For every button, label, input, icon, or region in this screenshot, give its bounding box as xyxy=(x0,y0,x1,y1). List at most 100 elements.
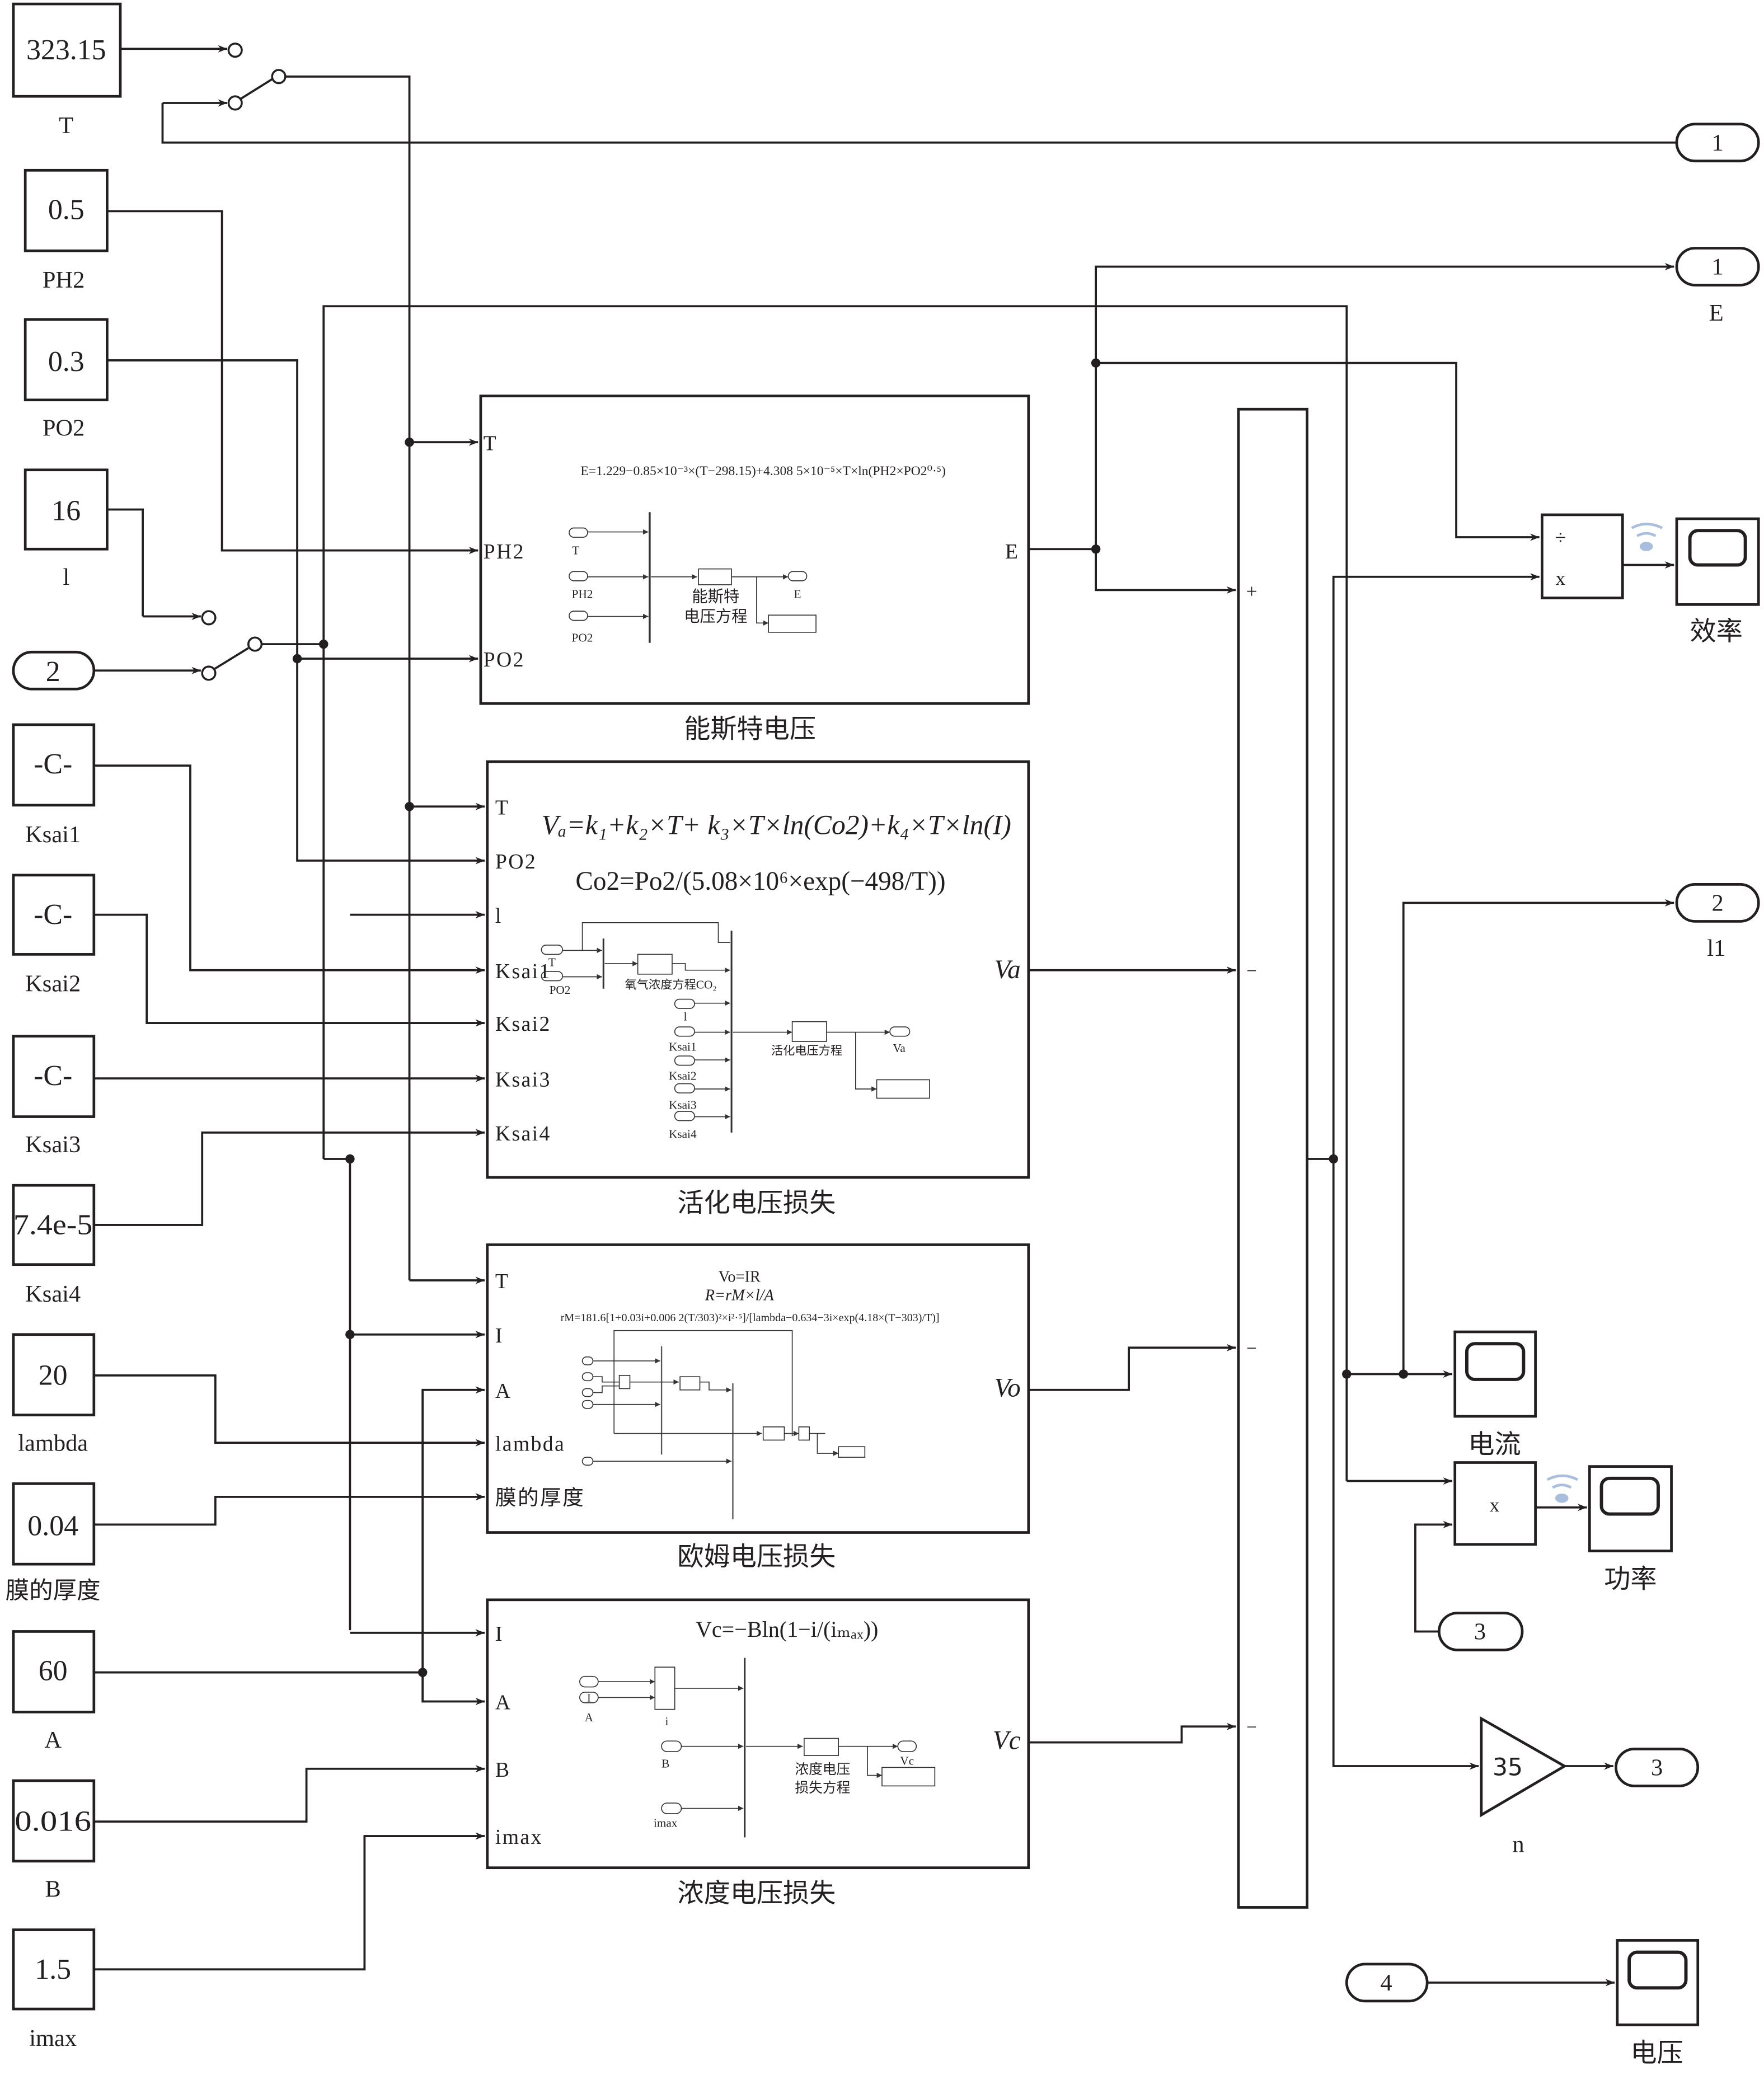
scope-voltage[interactable]: 电压 xyxy=(1616,1939,1700,2068)
constant-PO2[interactable]: 0.3 PO2 xyxy=(24,318,109,442)
port-PH2: PH2 xyxy=(484,540,525,564)
port-PO2: PO2 xyxy=(484,648,525,672)
nernst-equation: E=1.229−0.85×10⁻³×(T−298.15)+4.308 5×10⁻… xyxy=(580,464,946,478)
constant-value: 20 xyxy=(39,1359,68,1391)
inner-label: Ksai3 xyxy=(669,1098,697,1111)
constant-label: Ksai2 xyxy=(25,970,81,997)
constant-label: imax xyxy=(29,2025,77,2051)
inport-2[interactable]: 2 xyxy=(12,650,96,691)
constant-Ksai3[interactable]: -C- Ksai3 xyxy=(12,1035,96,1158)
constant-membrane-thickness[interactable]: 0.04 膜的厚度 xyxy=(6,1482,101,1604)
gain-block-n[interactable]: 35 n xyxy=(1480,1716,1568,1857)
constant-label: lambda xyxy=(18,1430,88,1456)
port-imax: imax xyxy=(495,1825,543,1849)
inner-label: PO2 xyxy=(550,983,571,997)
constant-value: 0.016 xyxy=(15,1806,91,1838)
port-Ksai1: Ksai1 xyxy=(495,960,551,983)
constant-label: PH2 xyxy=(43,267,85,293)
inner-diagram xyxy=(581,1330,866,1519)
subsystem-ohmic-loss[interactable]: T I A lambda 膜的厚度 Vo Vo=IR R=rM×l/A rM=1… xyxy=(486,1243,1030,1534)
constant-value: -C- xyxy=(34,1060,72,1092)
port-Vo: Vo xyxy=(994,1374,1021,1403)
constant-lambda[interactable]: 20 lambda xyxy=(12,1333,96,1457)
port-Ksai2: Ksai2 xyxy=(495,1012,551,1036)
constant-label: 膜的厚度 xyxy=(6,1578,101,1604)
wireless-signal-icon xyxy=(1546,1474,1579,1503)
inner-diagram: T PO2 l Ksai1 Ksai2 Ksai3 Ksai4 氧气浓度方程CO… xyxy=(541,922,930,1140)
inner-label: 浓度电压 xyxy=(795,1762,850,1777)
scope-screen-icon xyxy=(1599,1476,1660,1516)
activation-equation: Vₐ=k₁+k₂×T+ k₃×T×ln(Co2)+k₄×T×ln(I) xyxy=(542,810,1011,841)
sum-block[interactable]: + − − − xyxy=(1237,407,1308,1909)
resistance-equation: R=rM×l/A xyxy=(705,1287,775,1304)
ohmic-equation: Vo=IR xyxy=(719,1268,761,1285)
scope-current[interactable]: 电流 xyxy=(1453,1330,1537,1459)
signal-lines xyxy=(93,75,1677,1987)
scope-label: 电压 xyxy=(1630,2039,1683,2068)
constant-Ksai4[interactable]: 7.4e-5 Ksai4 xyxy=(12,1184,96,1307)
sum-sign-plus: + xyxy=(1246,580,1257,603)
outport-l1[interactable]: 2 l1 xyxy=(1675,883,1760,961)
sum-sign-minus: − xyxy=(1246,1339,1257,1359)
port-T: T xyxy=(484,431,498,455)
constant-B[interactable]: 0.016 B xyxy=(12,1779,96,1903)
scope-power[interactable]: 功率 xyxy=(1588,1465,1673,1594)
inner-label: T xyxy=(572,544,579,557)
subsystem-concentration-loss[interactable]: I A B imax Vc Vc=−Bln(1−i/(iₘₐₓ)) I A B xyxy=(486,1598,1030,1870)
constant-A[interactable]: 60 A xyxy=(12,1630,96,1753)
concentration-equation: Vc=−Bln(1−i/(iₘₐₓ)) xyxy=(696,1617,878,1642)
divide-block[interactable]: ÷ x xyxy=(1541,513,1624,599)
constant-value: -C- xyxy=(34,899,72,931)
constant-label: Ksai1 xyxy=(25,821,81,848)
constant-value: 1.5 xyxy=(35,1954,71,1985)
inner-diagram: T PH2 PO2 能斯特 电压方程 E xyxy=(569,512,817,644)
port-T: T xyxy=(495,1270,509,1293)
product-block[interactable]: x xyxy=(1453,1461,1537,1546)
inport-1-top[interactable]: 1 xyxy=(1675,123,1760,163)
outport-number: 3 xyxy=(1651,1755,1663,1781)
constant-value: 0.5 xyxy=(48,194,85,226)
constant-imax[interactable]: 1.5 imax xyxy=(12,1928,96,2052)
inner-label: I xyxy=(587,1692,590,1704)
constant-l[interactable]: 16 l xyxy=(24,468,109,590)
inner-label: T xyxy=(548,956,556,969)
inport-number: 4 xyxy=(1380,1970,1392,1996)
membrane-resistance-equation: rM=181.6[1+0.03i+0.006 2(T/303)²×i²·⁵]/[… xyxy=(561,1312,940,1324)
constant-Ksai1[interactable]: -C- Ksai1 xyxy=(12,723,96,848)
inner-label: E xyxy=(794,588,801,601)
port-lambda: lambda xyxy=(495,1432,565,1456)
constant-label: Ksai4 xyxy=(25,1281,81,1307)
constant-PH2[interactable]: 0.5 PH2 xyxy=(24,168,109,293)
sum-sign-minus: − xyxy=(1246,961,1257,981)
scope-label: 效率 xyxy=(1690,617,1743,646)
inner-label: 能斯特 xyxy=(692,588,739,606)
outport-E[interactable]: 1 E xyxy=(1675,247,1760,326)
inner-label: PO2 xyxy=(572,631,593,644)
constant-Ksai2[interactable]: -C- Ksai2 xyxy=(12,874,96,997)
scope-screen-icon xyxy=(1465,1342,1526,1381)
wireless-signal-icon xyxy=(1631,523,1663,551)
manual-switch-temperature[interactable] xyxy=(120,43,287,111)
manual-switch-current[interactable] xyxy=(93,610,263,681)
goto-3[interactable]: 3 xyxy=(1615,1748,1700,1787)
port-Vc: Vc xyxy=(993,1726,1021,1755)
port-A: A xyxy=(495,1691,512,1715)
inner-label: l xyxy=(684,1010,687,1023)
port-Va: Va xyxy=(994,955,1021,984)
constant-label: Ksai3 xyxy=(25,1132,81,1158)
outport-number: 1 xyxy=(1711,254,1723,280)
inport-4[interactable]: 4 xyxy=(1345,1963,1429,2003)
inport-number: 1 xyxy=(1711,130,1723,156)
subsystem-title-nernst: 能斯特电压 xyxy=(684,715,816,744)
multiply-sign: x xyxy=(1556,567,1566,589)
subsystem-nernst-voltage[interactable]: T PH2 PO2 E E=1.229−0.85×10⁻³×(T−298.15)… xyxy=(479,395,1030,705)
scope-efficiency[interactable]: 效率 xyxy=(1675,517,1760,646)
inner-diagram: I A B imax i 浓度电压 损失方程 Vc xyxy=(579,1658,936,1838)
constant-label: A xyxy=(44,1727,62,1753)
constant-value: 16 xyxy=(51,495,81,527)
inport-3[interactable]: 3 xyxy=(1438,1612,1524,1651)
constant-T[interactable]: 323.15 T xyxy=(12,2,122,139)
constant-value: 7.4e-5 xyxy=(13,1209,93,1241)
subsystem-activation-loss[interactable]: T PO2 l Ksai1 Ksai2 Ksai3 Ksai4 Va Vₐ=k₁… xyxy=(486,760,1030,1179)
